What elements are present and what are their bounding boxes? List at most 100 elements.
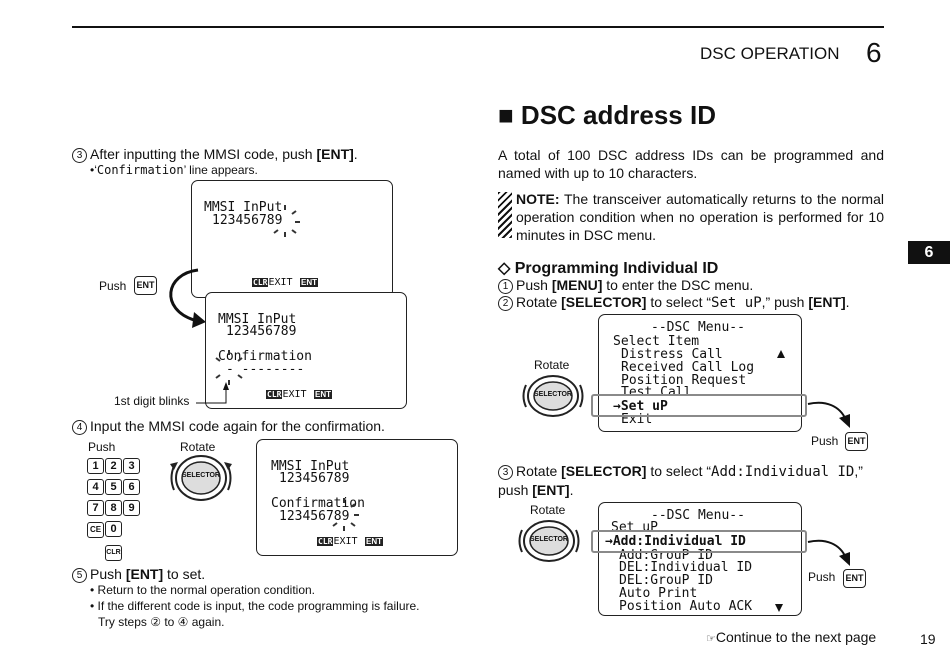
page-title: ■ DSC address ID — [498, 100, 716, 130]
lcd-dsc-menu-1: --DSC Menu-- Select Item Distress Call R… — [598, 314, 802, 432]
scroll-down-icon — [775, 604, 783, 612]
menu-item-selected: →Set uP — [613, 399, 668, 414]
highlight-box — [591, 530, 807, 553]
key-3: 3 — [123, 458, 140, 474]
selector-knob: SELECTOR — [166, 452, 236, 504]
callout-line — [196, 382, 229, 404]
push-label: Push — [99, 279, 127, 293]
key-6: 6 — [123, 479, 140, 495]
menu-item: Received Call Log — [621, 360, 755, 375]
note-icon — [498, 192, 512, 238]
header-rule — [72, 26, 884, 28]
pointing-hand-icon: ☞ — [706, 633, 716, 645]
ent-softkey: ENT — [365, 537, 383, 546]
menu-item: Position Auto ACK — [619, 599, 753, 614]
step-number: 2 — [498, 296, 513, 311]
lcd-line: 123456789 — [279, 471, 350, 486]
step-number: 3 — [498, 465, 513, 480]
step5-bullet-2: • If the different code is input, the co… — [90, 599, 420, 613]
selector-knob-icon — [170, 455, 232, 501]
step5-bullet-2b: Try steps ② to ④ again. — [98, 615, 225, 629]
highlight-box — [591, 394, 807, 417]
ent-button: ENT — [843, 569, 866, 588]
lcd-line: MMSI InPut — [218, 312, 297, 327]
scroll-up-icon — [777, 350, 785, 358]
lcd-line: MMSI InPut — [271, 459, 350, 474]
selector-label: SELECTOR — [530, 536, 568, 543]
selector-knob-icon — [522, 375, 584, 417]
selector-knob-icon — [518, 520, 580, 562]
curved-arrow-icon — [807, 401, 850, 428]
section-title: DSC OPERATION — [700, 44, 840, 63]
step-number: 3 — [72, 148, 87, 163]
selector-label: SELECTOR — [534, 391, 572, 398]
key-9: 9 — [123, 500, 140, 516]
key-0: 0 — [105, 521, 122, 537]
curved-arrow-icon — [807, 539, 850, 566]
menu-item: Auto Print — [619, 586, 698, 601]
note-paragraph: NOTE: The transceiver automatically retu… — [516, 191, 884, 243]
menu-item: Distress Call — [621, 347, 723, 362]
step-number: 4 — [72, 420, 87, 435]
lcd-line: - -------- — [226, 362, 305, 377]
ent-button: ENT — [134, 276, 157, 295]
key-1: 1 — [87, 458, 104, 474]
menu-title: --DSC Menu-- — [651, 320, 745, 335]
blink-label: 1st digit blinks — [114, 394, 190, 408]
lcd-line: 123456789 — [212, 213, 283, 228]
continue-note: ☞Continue to the next page — [706, 629, 877, 645]
lcd-line: 123456789 — [279, 509, 350, 524]
push-label: Push — [88, 440, 116, 454]
menu-item: Position Request — [621, 373, 747, 388]
lcd-screen-mmsi-input: MMSI InPut 123456789 CLREXIT OK ENT — [191, 180, 393, 298]
rotate-label: Rotate — [530, 503, 566, 517]
key-2: 2 — [105, 458, 122, 474]
step-number: 5 — [72, 568, 87, 583]
key-4: 4 — [87, 479, 104, 495]
lcd-line: Confirmation — [218, 349, 312, 364]
menu-item: DEL:GrouP ID — [619, 573, 713, 588]
lcd-line: 123456789 — [226, 324, 297, 339]
rotate-label: Rotate — [534, 358, 570, 372]
side-tab: 6 — [908, 241, 950, 264]
blink-icon — [215, 350, 243, 385]
lcd-line: MMSI InPut — [204, 200, 283, 215]
key-5: 5 — [105, 479, 122, 495]
side-tab-number: 6 — [924, 244, 934, 261]
rotate-label: Rotate — [180, 440, 216, 454]
menu-item: Select Item — [613, 334, 700, 349]
blink-icon — [332, 498, 359, 531]
lcd-screen-confirmation-entered: MMSI InPut 123456789 Confirmation 123456… — [256, 439, 458, 556]
step3-bullet: •‘Confirmation’ line appears. — [90, 163, 258, 177]
chapter-number: 6 — [866, 37, 882, 68]
menu-item-selected: →Add:Individual ID — [605, 534, 746, 549]
key-7: 7 — [87, 500, 104, 516]
key-ce: CE — [87, 522, 104, 538]
selector-knob: SELECTOR — [514, 518, 584, 564]
lcd-line: Confirmation — [271, 496, 365, 511]
key-8: 8 — [105, 500, 122, 516]
subheading: ◇ Programming Individual ID — [498, 260, 719, 277]
blink-icon — [273, 205, 300, 237]
ent-button: ENT — [845, 432, 868, 451]
push-label: Push — [808, 570, 836, 584]
ent-softkey: ENT — [314, 390, 332, 399]
ent-softkey: ENT — [300, 278, 318, 287]
selector-knob: SELECTOR — [518, 373, 588, 419]
step5-bullet-1: • Return to the normal operation conditi… — [90, 583, 315, 597]
selector-label: SELECTOR — [182, 472, 220, 479]
lcd-dsc-menu-2: --DSC Menu-- Set uP →Add:Individual ID A… — [598, 502, 802, 616]
keypad-row: CLR — [87, 541, 157, 561]
note-label: NOTE: — [516, 191, 560, 207]
curved-arrow-icon — [169, 268, 206, 328]
intro-paragraph: A total of 100 DSC address IDs can be pr… — [498, 147, 884, 181]
